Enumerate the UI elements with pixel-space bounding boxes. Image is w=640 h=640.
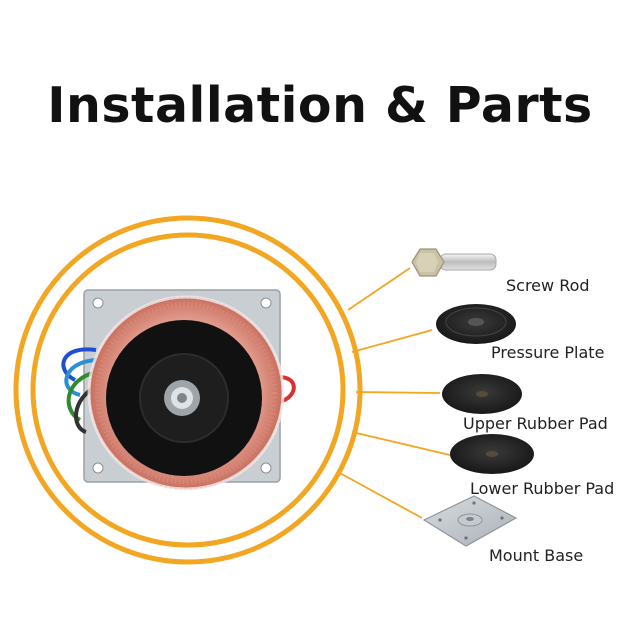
toroidal-transformer-image: [61, 289, 296, 491]
mount-base-icon: [422, 495, 518, 547]
page-title: Installation & Parts: [47, 77, 593, 134]
connector-lines: [337, 267, 451, 519]
screw-rod-icon: [411, 248, 497, 277]
part-label-mount-base: Mount Base: [489, 546, 584, 565]
pressure-plate-icon: [436, 304, 516, 344]
part-label-upper-rubber-pad: Upper Rubber Pad: [463, 414, 608, 433]
upper-rubber-pad-icon: [442, 374, 522, 414]
orange-ring-icon: [13, 215, 363, 565]
lower-rubber-pad-icon: [450, 434, 534, 474]
part-label-pressure-plate: Pressure Plate: [491, 343, 605, 362]
part-label-screw-rod: Screw Rod: [506, 276, 590, 295]
part-label-lower-rubber-pad: Lower Rubber Pad: [470, 479, 615, 498]
